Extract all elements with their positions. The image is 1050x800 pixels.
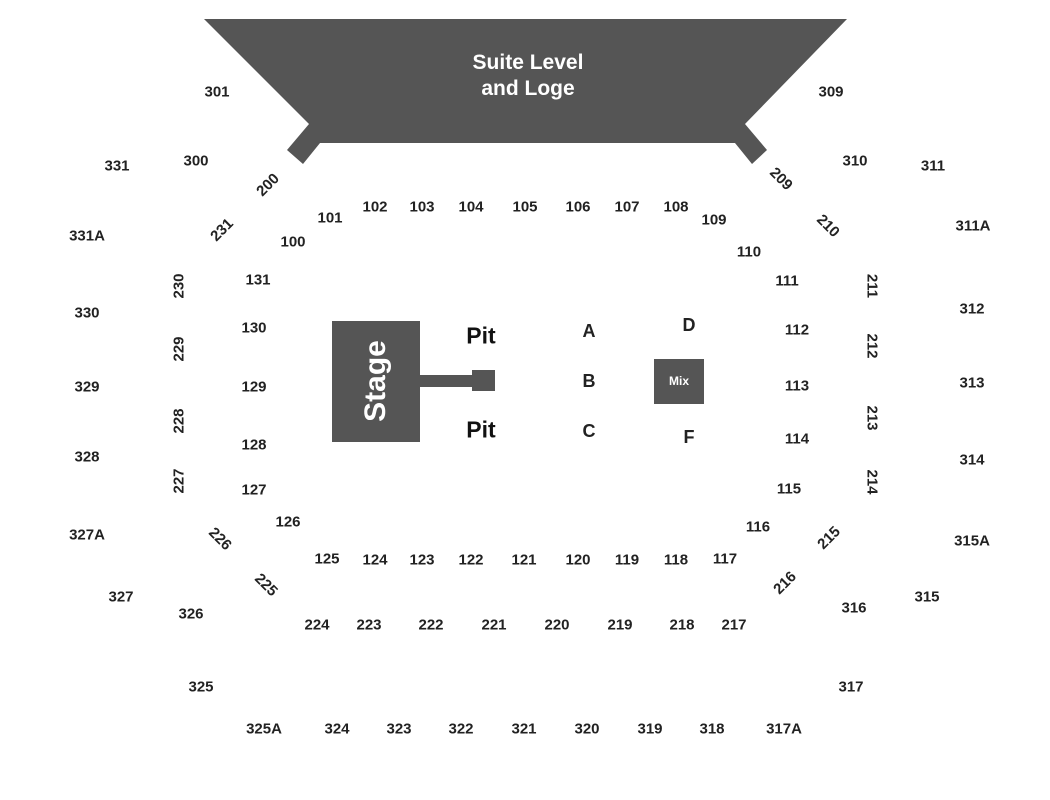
suite-level-label: Suite Level and Loge [473,50,584,103]
floor-section-a[interactable]: A [582,321,596,341]
section-131[interactable]: 131 [245,271,271,289]
section-122[interactable]: 122 [458,551,484,569]
section-108[interactable]: 108 [663,198,689,216]
section-127[interactable]: 127 [241,481,267,499]
section-313[interactable]: 313 [959,374,985,392]
pit-upper[interactable]: Pit [466,322,496,349]
section-129[interactable]: 129 [241,378,267,396]
section-114[interactable]: 114 [784,430,810,448]
section-212[interactable]: 212 [863,333,881,359]
section-318[interactable]: 318 [699,720,725,738]
section-102[interactable]: 102 [362,198,388,216]
section-327[interactable]: 327 [108,588,134,606]
floor-section-c[interactable]: C [582,421,596,441]
section-223[interactable]: 223 [356,616,382,634]
section-121[interactable]: 121 [511,551,537,569]
section-228[interactable]: 228 [170,408,188,434]
section-330[interactable]: 330 [74,304,100,322]
section-314[interactable]: 314 [959,451,985,469]
section-311a[interactable]: 311A [955,217,991,235]
section-300[interactable]: 300 [183,152,209,170]
section-317a[interactable]: 317A [766,720,802,738]
section-107[interactable]: 107 [614,198,640,216]
section-310[interactable]: 310 [842,152,868,170]
floor-section-d[interactable]: D [682,315,696,335]
suite-level-line2: and Loge [481,77,575,100]
section-109[interactable]: 109 [701,211,727,229]
section-325[interactable]: 325 [188,678,214,696]
section-120[interactable]: 120 [565,551,591,569]
floor-section-f[interactable]: F [683,427,695,447]
section-331a[interactable]: 331A [69,227,105,245]
section-115[interactable]: 115 [776,480,802,498]
floor-section-b[interactable]: B [582,371,596,391]
section-311[interactable]: 311 [920,157,946,175]
section-211[interactable]: 211 [863,273,881,299]
section-126[interactable]: 126 [275,513,301,531]
section-130[interactable]: 130 [241,319,267,337]
section-214[interactable]: 214 [863,469,881,495]
section-324[interactable]: 324 [324,720,350,738]
section-103[interactable]: 103 [409,198,435,216]
section-325a[interactable]: 325A [246,720,282,738]
section-218[interactable]: 218 [669,616,695,634]
section-128[interactable]: 128 [241,436,267,454]
section-323[interactable]: 323 [386,720,412,738]
section-116[interactable]: 116 [745,518,771,536]
section-105[interactable]: 105 [512,198,538,216]
pit-lower[interactable]: Pit [466,416,496,443]
section-227[interactable]: 227 [170,468,188,494]
section-124[interactable]: 124 [362,551,388,569]
section-217[interactable]: 217 [721,616,747,634]
section-220[interactable]: 220 [544,616,570,634]
section-322[interactable]: 322 [448,720,474,738]
section-229[interactable]: 229 [170,336,188,362]
section-224[interactable]: 224 [304,616,330,634]
section-113[interactable]: 113 [784,377,810,395]
section-112[interactable]: 112 [784,321,810,339]
mix-booth [654,359,704,404]
section-123[interactable]: 123 [409,551,435,569]
section-327a[interactable]: 327A [69,526,105,544]
stage-label: Stage [359,340,392,422]
section-319[interactable]: 319 [637,720,663,738]
section-301[interactable]: 301 [204,83,230,101]
section-331[interactable]: 331 [104,157,130,175]
section-315a[interactable]: 315A [954,532,990,550]
section-312[interactable]: 312 [959,300,985,318]
stage-runway-end [472,370,495,391]
section-219[interactable]: 219 [607,616,633,634]
section-221[interactable]: 221 [481,616,507,634]
section-106[interactable]: 106 [565,198,591,216]
section-315[interactable]: 315 [914,588,940,606]
section-117[interactable]: 117 [712,550,738,568]
stage-runway [418,375,478,387]
section-100[interactable]: 100 [280,233,306,251]
section-309[interactable]: 309 [818,83,844,101]
section-110[interactable]: 110 [736,243,762,261]
section-328[interactable]: 328 [74,448,100,466]
section-118[interactable]: 118 [663,551,689,569]
stage[interactable] [332,321,420,442]
section-321[interactable]: 321 [511,720,537,738]
suite-level-line1: Suite Level [472,50,584,74]
section-119[interactable]: 119 [614,551,640,569]
section-320[interactable]: 320 [574,720,600,738]
section-104[interactable]: 104 [458,198,484,216]
section-111[interactable]: 111 [775,272,799,290]
section-329[interactable]: 329 [74,378,100,396]
section-222[interactable]: 222 [418,616,444,634]
section-101[interactable]: 101 [317,209,343,227]
section-317[interactable]: 317 [838,678,864,696]
section-316[interactable]: 316 [841,599,867,617]
section-213[interactable]: 213 [863,405,881,431]
mix-booth-label: Mix [668,374,690,388]
section-125[interactable]: 125 [314,550,340,568]
section-326[interactable]: 326 [178,605,204,623]
section-230[interactable]: 230 [170,273,188,299]
